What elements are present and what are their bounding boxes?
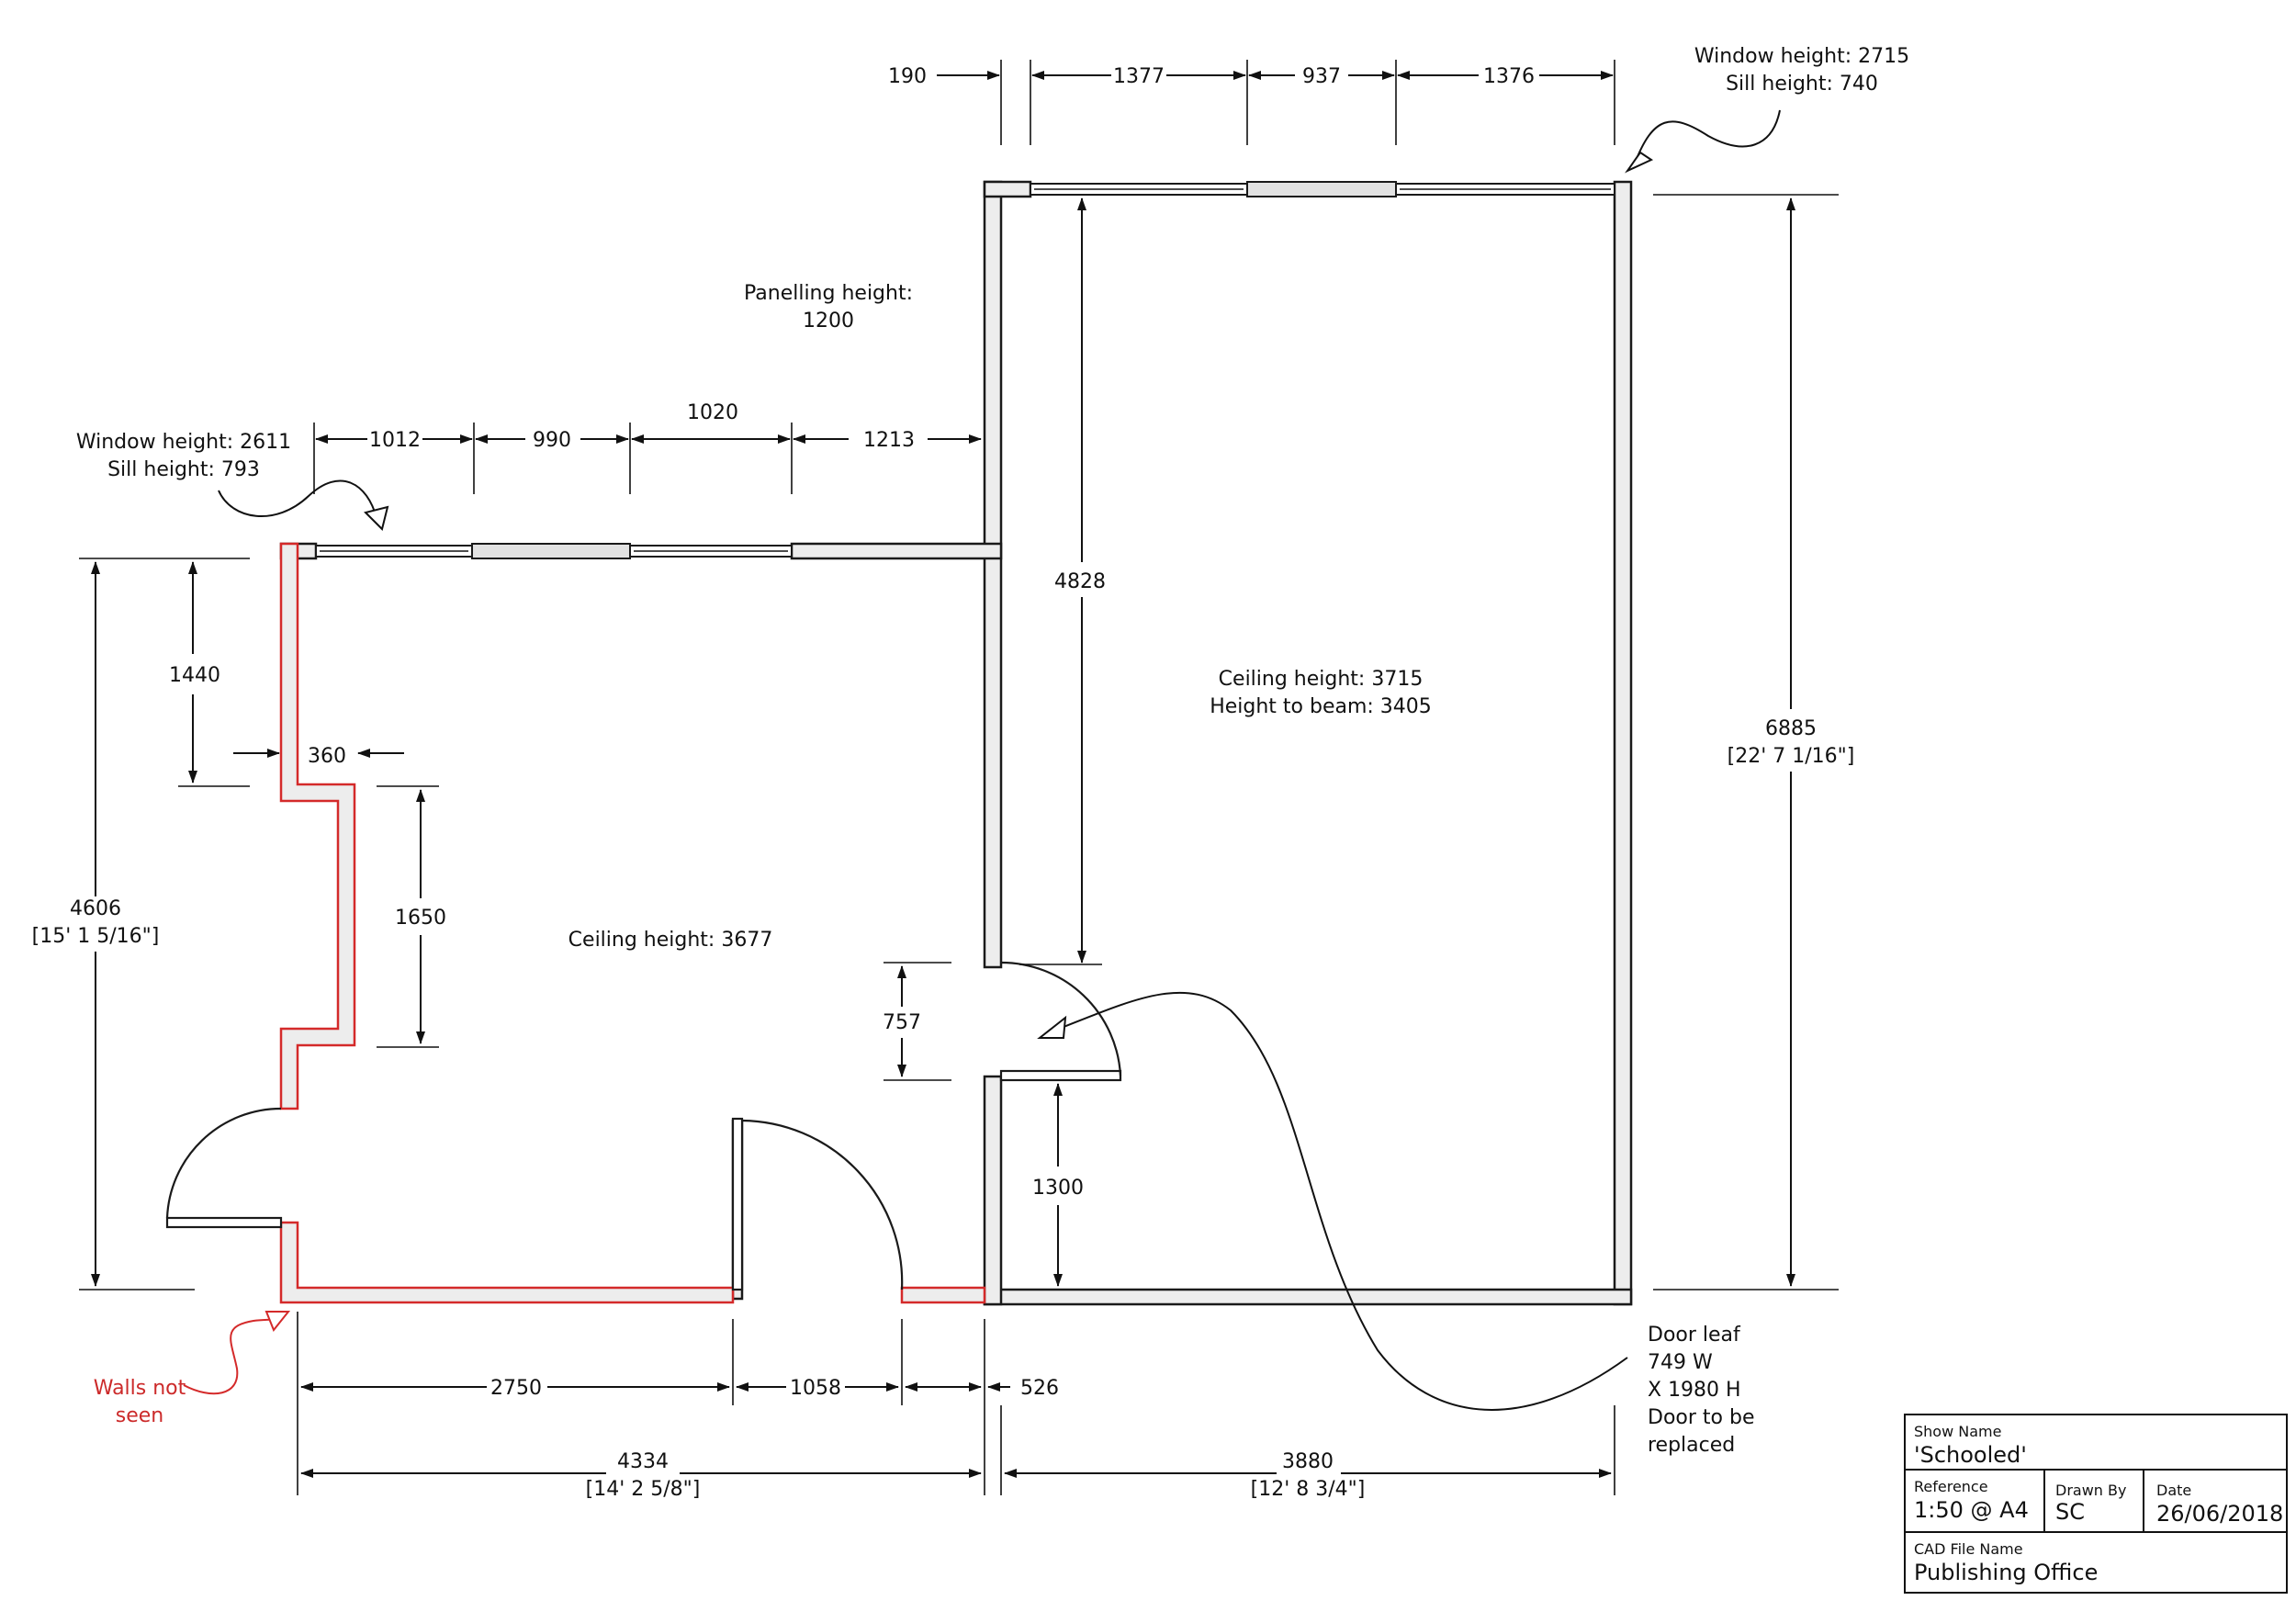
- dim-1376: 1376: [1483, 65, 1535, 88]
- door-leaf-left: [165, 1216, 283, 1229]
- door-leaf-interior: [999, 1069, 1122, 1082]
- windows-left: [315, 543, 793, 559]
- dim-1300: 1300: [1032, 1177, 1084, 1200]
- dim-360: 360: [308, 745, 346, 768]
- dim-3880-imperial: [12' 8 3/4"]: [1251, 1478, 1366, 1501]
- dim-4606: 4606: [70, 897, 121, 920]
- tb-cad: Publishing Office: [1914, 1560, 2098, 1585]
- labels: 190 1377 937 1376 Window height: 2715 Si…: [32, 45, 1909, 1501]
- door-note-2: 749 W: [1648, 1351, 1713, 1374]
- dim-757: 757: [883, 1011, 921, 1034]
- panelling-value: 1200: [803, 310, 854, 332]
- leader-walls-not-seen: [183, 1316, 284, 1395]
- tb-show-name: 'Schooled': [1914, 1442, 2027, 1468]
- dim-6885: 6885: [1765, 717, 1817, 740]
- door-leaf-bottom: [731, 1117, 744, 1291]
- wall-right-room-left-upper: [983, 180, 1003, 969]
- dim-1213: 1213: [863, 429, 915, 452]
- leaders: [183, 109, 1781, 1411]
- door-note-1: Door leaf: [1648, 1324, 1741, 1347]
- left-room-ceiling: Ceiling height: 3677: [568, 929, 773, 952]
- door-swing-left: [165, 1107, 282, 1219]
- door-note-5: replaced: [1648, 1434, 1735, 1457]
- dimension-lines: [79, 60, 1839, 1495]
- dim-4606-imperial: [15' 1 5/16"]: [32, 925, 160, 948]
- unseen-walls: [279, 542, 986, 1304]
- walls: [279, 180, 1633, 1306]
- dim-1058: 1058: [790, 1377, 841, 1400]
- walls-not-seen-note-1: Walls not: [94, 1377, 186, 1400]
- tb-cad-label: CAD File Name: [1914, 1540, 2023, 1558]
- walls-not-seen-note-2: seen: [116, 1404, 163, 1427]
- leader-left-window: [218, 479, 377, 519]
- right-room-beam: Height to beam: 3405: [1210, 695, 1432, 718]
- dim-1377: 1377: [1113, 65, 1165, 88]
- dim-2750: 2750: [490, 1377, 542, 1400]
- wall-right-room-bottom: [983, 1288, 1633, 1306]
- tb-reference: 1:50 @ A4: [1914, 1497, 2029, 1523]
- door-note-4: Door to be: [1648, 1406, 1754, 1429]
- door-swing-interior: [1000, 961, 1122, 1076]
- window-left-panel-1: [471, 543, 631, 559]
- dim-4334-imperial: [14' 2 5/8"]: [586, 1478, 701, 1501]
- door-swing-bottom: [741, 1119, 904, 1291]
- leader-top-window: [1634, 109, 1781, 164]
- window-top-panel: [1246, 181, 1397, 197]
- dim-6885-imperial: [22' 7 1/16"]: [1728, 745, 1855, 768]
- dim-990: 990: [533, 429, 571, 452]
- dim-937: 937: [1302, 65, 1341, 88]
- top-window-sill-note: Sill height: 740: [1726, 73, 1878, 96]
- dim-1440: 1440: [169, 664, 220, 687]
- dim-1020: 1020: [687, 401, 738, 424]
- doors: [165, 961, 1122, 1291]
- windows-top: [1030, 181, 1615, 197]
- tb-drawn-by: SC: [2055, 1499, 2085, 1525]
- title-block: Show Name 'Schooled' Reference 1:50 @ A4…: [1904, 1414, 2288, 1594]
- dim-190: 190: [888, 65, 927, 88]
- dim-1650: 1650: [395, 907, 446, 930]
- wall-left-unseen-lower: [279, 1221, 735, 1304]
- wall-right-room-left-lower: [983, 1075, 1003, 1306]
- dim-1012: 1012: [369, 429, 421, 452]
- dim-526: 526: [1020, 1377, 1059, 1400]
- door-note-3: X 1980 H: [1648, 1379, 1741, 1402]
- wall-right-room-top-corner: [983, 180, 1032, 198]
- dim-3880: 3880: [1282, 1450, 1334, 1473]
- panelling-label: Panelling height:: [744, 282, 913, 305]
- wall-left-room-top-right: [790, 542, 1003, 560]
- left-window-height-note: Window height: 2611: [76, 431, 291, 454]
- wall-left-unseen-upper: [279, 542, 356, 1110]
- dim-4334: 4334: [617, 1450, 669, 1473]
- right-room-ceiling: Ceiling height: 3715: [1219, 668, 1424, 691]
- wall-bottom-unseen-right: [900, 1286, 986, 1304]
- top-window-height-note: Window height: 2715: [1694, 45, 1909, 68]
- leader-door-note: [1053, 991, 1628, 1411]
- tb-reference-label: Reference: [1914, 1478, 1988, 1495]
- tb-show-name-label: Show Name: [1914, 1423, 2001, 1440]
- wall-right-room-right: [1613, 180, 1633, 1306]
- tb-date-label: Date: [2156, 1482, 2191, 1499]
- tb-drawn-by-label: Drawn By: [2055, 1482, 2126, 1499]
- tb-date: 26/06/2018: [2156, 1501, 2283, 1527]
- left-window-sill-note: Sill height: 793: [107, 458, 260, 481]
- dim-4828: 4828: [1054, 570, 1106, 593]
